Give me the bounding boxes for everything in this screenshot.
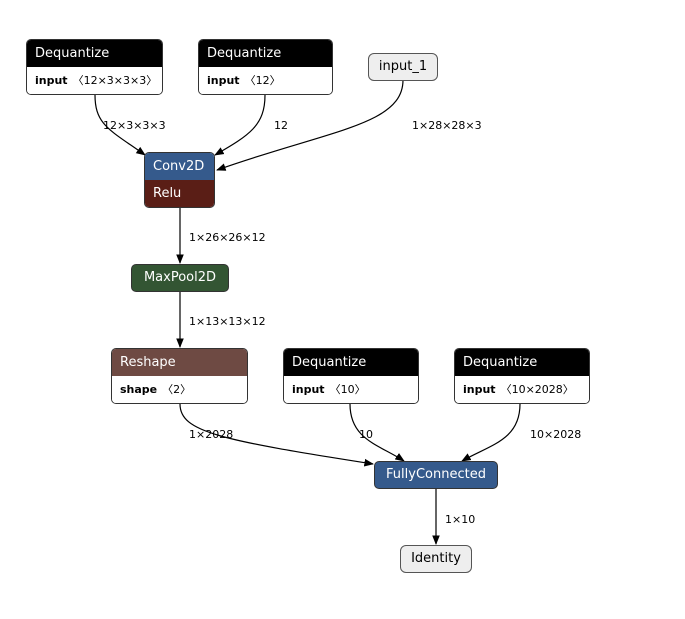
- node-title: Dequantize: [199, 40, 332, 67]
- node-title: Conv2D: [145, 153, 214, 180]
- edge-input-conv: [216, 79, 404, 171]
- node-dequantize-fc-weights[interactable]: Dequantize input〈10×2028〉: [454, 348, 590, 404]
- node-attribute: input〈12〉: [199, 67, 332, 94]
- node-attribute: input〈10×2028〉: [455, 376, 589, 403]
- edge-label: 1×10: [445, 513, 476, 526]
- edge-deq4-fc: [461, 403, 521, 462]
- node-title: Dequantize: [455, 349, 589, 376]
- edge-label: 1×26×26×12: [189, 231, 266, 244]
- edge-label: 10×2028: [530, 428, 582, 441]
- node-identity[interactable]: Identity: [400, 545, 472, 573]
- node-fullyconnected[interactable]: FullyConnected: [374, 461, 498, 489]
- node-attribute: shape〈2〉: [112, 376, 247, 403]
- node-title: Dequantize: [284, 349, 418, 376]
- node-conv2d[interactable]: Conv2D Relu: [144, 152, 215, 208]
- node-maxpool2d[interactable]: MaxPool2D: [131, 264, 229, 292]
- edge-label: 12: [274, 119, 288, 132]
- edge-label: 10: [359, 428, 373, 441]
- edge-deq1-conv: [94, 94, 146, 156]
- node-activation: Relu: [145, 180, 214, 207]
- node-dequantize-weights[interactable]: Dequantize input〈12×3×3×3〉: [26, 39, 163, 95]
- node-dequantize-fc-bias[interactable]: Dequantize input〈10〉: [283, 348, 419, 404]
- node-dequantize-bias[interactable]: Dequantize input〈12〉: [198, 39, 333, 95]
- edge-label: 1×13×13×12: [189, 315, 266, 328]
- edge-deq3-fc: [349, 403, 405, 462]
- node-title: Dequantize: [27, 40, 162, 67]
- edge-label: 12×3×3×3: [103, 119, 166, 132]
- node-attribute: input〈10〉: [284, 376, 418, 403]
- edge-label: 1×2028: [189, 428, 234, 441]
- edge-label: 1×28×28×3: [412, 119, 482, 132]
- node-attribute: input〈12×3×3×3〉: [27, 67, 162, 94]
- edge-reshape-fc: [179, 403, 374, 467]
- node-input[interactable]: input_1: [368, 53, 438, 81]
- node-reshape[interactable]: Reshape shape〈2〉: [111, 348, 248, 404]
- edge-deq2-conv: [214, 94, 266, 156]
- node-title: Reshape: [112, 349, 247, 376]
